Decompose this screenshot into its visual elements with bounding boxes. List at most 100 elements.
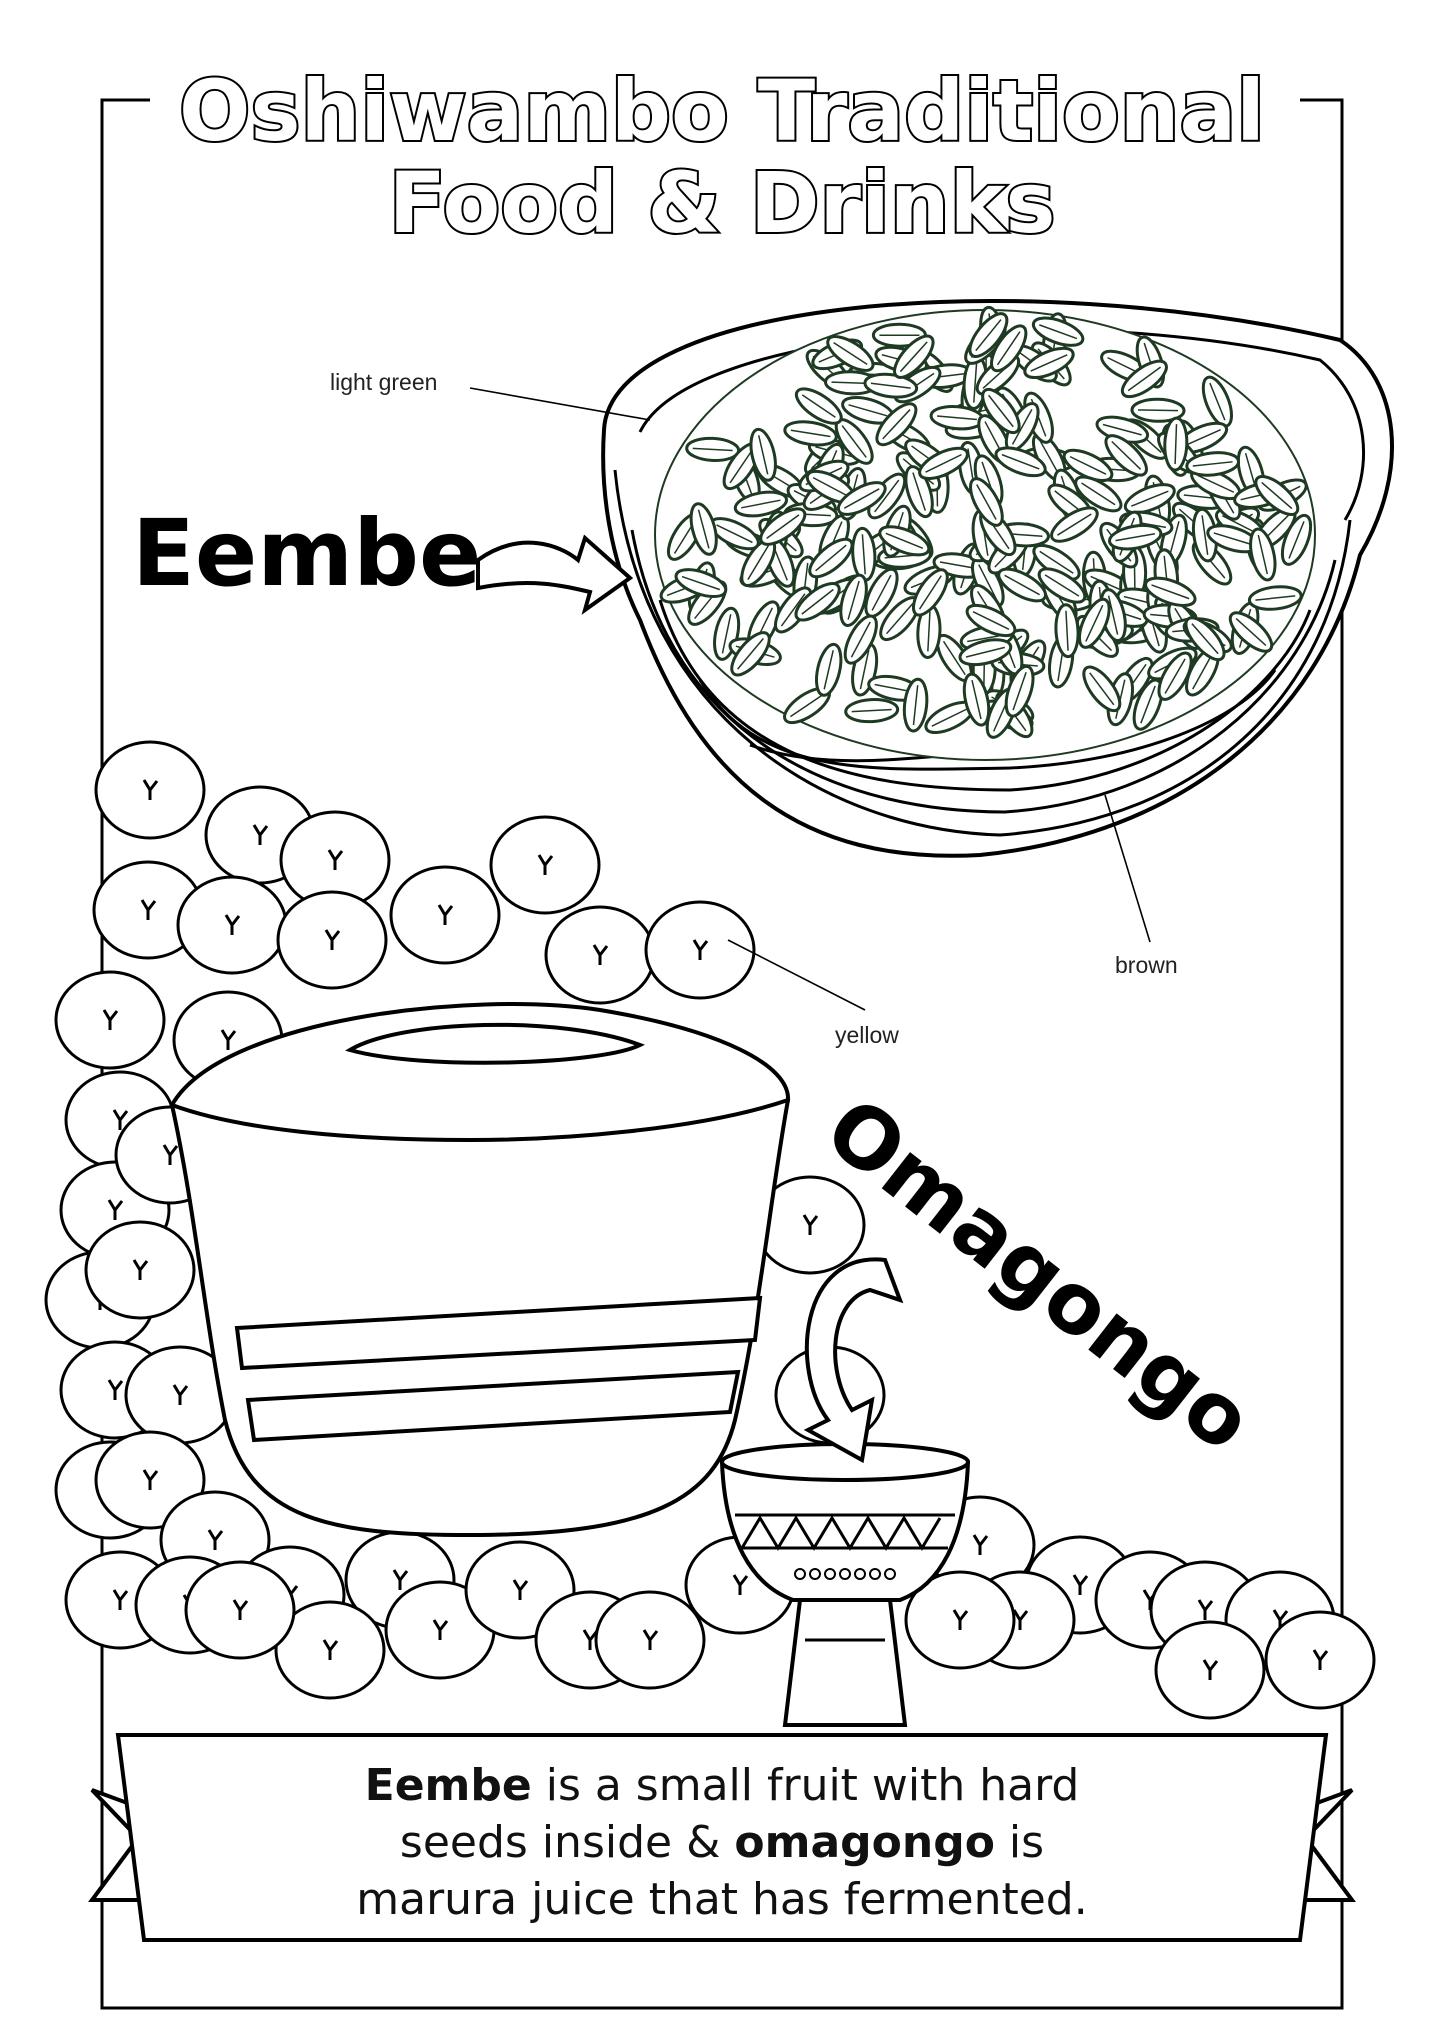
caption-banner: Eembe is a small fruit with hard seeds i… <box>88 1733 1356 1942</box>
seed-line <box>1065 610 1069 651</box>
caption-line-2-start: seeds inside & <box>400 1817 734 1868</box>
seed-line <box>965 646 1005 658</box>
seed-line <box>747 544 770 581</box>
seed-line <box>1081 482 1116 506</box>
fruit-stem-mark <box>537 854 554 875</box>
fruit-stem-mark <box>1072 1574 1089 1595</box>
fruit-stem-mark <box>582 1629 599 1650</box>
seed-line <box>1192 653 1213 690</box>
seed-line <box>1235 618 1267 646</box>
seed-line <box>1011 409 1033 445</box>
fruit-stem-mark <box>692 939 709 960</box>
fruit-stem-mark <box>732 1574 749 1595</box>
cup-bead <box>794 1568 806 1580</box>
fruit-stem-mark <box>392 1569 409 1590</box>
omagongo-arrow <box>803 1257 904 1464</box>
fruit-stem-mark <box>1202 1659 1219 1680</box>
cup-bead <box>884 1568 896 1580</box>
seed-line <box>886 603 914 635</box>
seed-line <box>1039 324 1078 340</box>
fruit-stem-mark <box>102 1009 119 1030</box>
eembe-label: Eembe <box>132 500 481 607</box>
cup-bead <box>809 1568 821 1580</box>
seed-line <box>972 611 1010 630</box>
color-label-light-green: light green <box>330 369 437 395</box>
seed-line <box>843 488 880 509</box>
caption-line-2-end: is <box>995 1817 1044 1868</box>
seed-line <box>801 394 836 418</box>
seed-line <box>912 472 926 511</box>
seed-line <box>1089 672 1115 706</box>
seed-line <box>1191 623 1219 655</box>
seed-line <box>757 435 769 475</box>
seed-line <box>1069 455 1107 475</box>
seed-line <box>1102 423 1142 436</box>
seed-line <box>882 409 911 440</box>
seed-line <box>681 575 721 591</box>
page-frame <box>100 98 1344 2010</box>
fruit-stem-mark <box>172 1384 189 1405</box>
seed-line <box>823 650 834 690</box>
caption-line-1: Eembe is a small fruit with hard <box>365 1760 1080 1811</box>
seed-line <box>861 534 866 575</box>
fruit-stem-mark <box>592 944 609 965</box>
fruit-stem-mark <box>140 899 157 920</box>
seed-line <box>1255 595 1296 601</box>
seed-line <box>1183 428 1221 447</box>
seed-line <box>899 341 928 373</box>
seed-line <box>1140 685 1156 724</box>
omagongo-pot-illustration <box>169 1002 791 1538</box>
seed-line <box>729 449 754 484</box>
caption-eembe-term: Eembe <box>365 1760 532 1811</box>
fruit-stem-mark <box>107 1379 124 1400</box>
seed-line <box>721 614 732 654</box>
seed-line <box>978 564 998 601</box>
fruit-stem-mark <box>112 1109 129 1130</box>
seed-line <box>790 429 831 438</box>
seed-line <box>1057 513 1092 536</box>
fruit-stem-mark <box>252 824 269 845</box>
fruit-stem-mark <box>324 929 341 950</box>
seed-line <box>1197 474 1235 493</box>
seed-line <box>987 394 1014 428</box>
color-label-brown: brown <box>1115 952 1178 978</box>
seed-line <box>1213 532 1253 546</box>
seed-line <box>1151 584 1190 600</box>
seed-line <box>912 685 919 726</box>
cup-bead-band <box>794 1568 896 1580</box>
seed-line <box>918 575 942 610</box>
page-title: Oshiwambo Traditional Food & Drinks <box>150 60 1300 260</box>
seed-line <box>871 574 892 611</box>
seed-line <box>1030 354 1068 372</box>
seed-line <box>1288 521 1305 559</box>
fruit-stem-mark <box>132 1259 149 1280</box>
seed-line <box>850 621 871 658</box>
seed-line <box>885 532 924 549</box>
seed-line <box>973 362 978 403</box>
seed-line <box>874 479 900 513</box>
fruit-stem-mark <box>432 1619 449 1640</box>
seed-line <box>716 524 753 544</box>
seed-line <box>1004 574 1040 596</box>
cup-bead <box>824 1568 836 1580</box>
fruit-stem-mark <box>952 1609 969 1630</box>
seed-line <box>766 514 800 539</box>
fruit-stem-mark <box>162 1144 179 1165</box>
seed-line <box>1111 440 1142 470</box>
fruit-stem-mark <box>972 1534 989 1555</box>
seed-line <box>789 693 825 718</box>
seed-line <box>815 544 847 572</box>
fruit-stem-mark <box>232 1599 249 1620</box>
seed-line <box>812 476 849 498</box>
seed-line <box>1044 574 1080 597</box>
seed-line <box>925 453 962 473</box>
color-label-yellow: yellow <box>835 1022 899 1048</box>
caption-line-3: marura juice that has fermented. <box>356 1874 1087 1925</box>
title-line-1: Oshiwambo Traditional <box>179 62 1265 160</box>
label-leaders <box>469 387 1151 1011</box>
fruit-stem-mark <box>322 1639 339 1660</box>
seed-line <box>1137 409 1179 412</box>
eembe-arrow <box>476 534 634 615</box>
fruit-stem-mark <box>142 1469 159 1490</box>
